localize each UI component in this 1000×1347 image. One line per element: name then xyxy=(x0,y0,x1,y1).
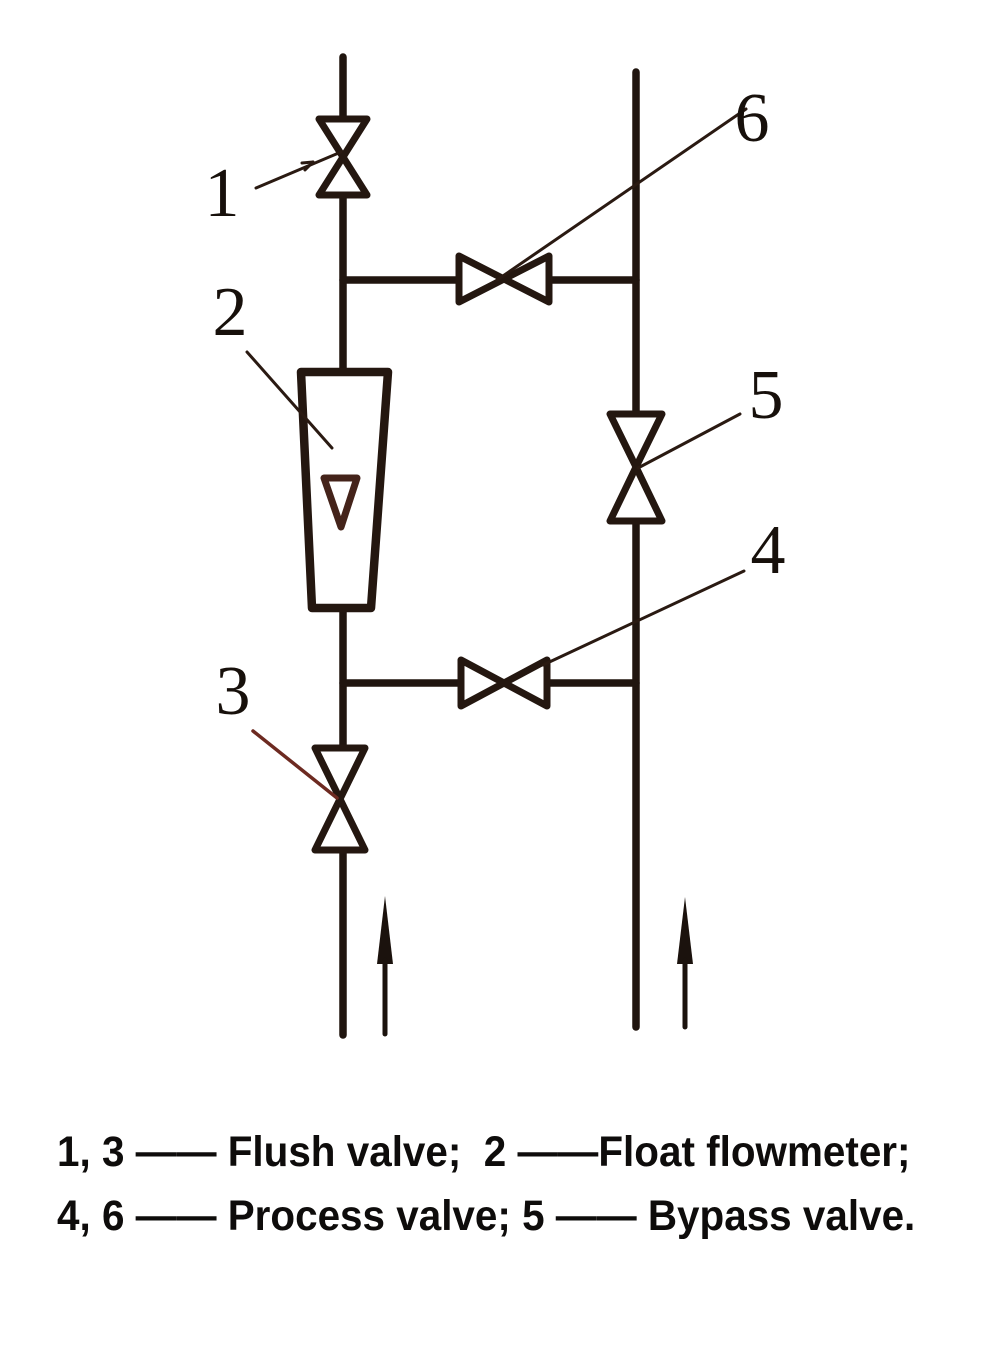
callout-label-6: 6 xyxy=(735,80,770,157)
leader-line-1 xyxy=(254,150,343,190)
flush-valve-3-symbol xyxy=(311,744,369,854)
bypass-valve-5-symbol xyxy=(606,410,666,525)
flow-arrow-right-head xyxy=(677,897,693,964)
leader-line-3 xyxy=(251,729,339,800)
flush-valve-1-symbol xyxy=(315,115,371,199)
callout-label-3: 3 xyxy=(216,653,251,730)
flow-arrow-left-head xyxy=(377,896,393,964)
process-valve-4-symbol xyxy=(457,656,551,710)
float-flowmeter-2-symbol xyxy=(296,367,393,613)
leader-line-5 xyxy=(636,412,742,470)
callout-label-4: 4 xyxy=(751,512,786,589)
callout-label-5: 5 xyxy=(749,357,784,434)
flow-arrow-right xyxy=(677,897,693,1030)
flow-arrow-left xyxy=(377,896,393,1037)
legend-line-1: 1, 3 —— Flush valve; 2 ——Float flowmeter… xyxy=(57,1128,911,1176)
legend-line-2: 4, 6 —— Process valve; 5 —— Bypass valve… xyxy=(57,1192,916,1240)
leader-line-1-barb2 xyxy=(300,160,315,165)
flowmeter-float-icon xyxy=(320,474,361,531)
leader-line-6 xyxy=(495,107,748,282)
callout-label-2: 2 xyxy=(213,274,248,351)
callout-label-1: 1 xyxy=(205,155,240,232)
leader-line-4 xyxy=(541,569,746,667)
process-valve-6-symbol xyxy=(455,252,553,306)
leader-line-2 xyxy=(245,350,334,450)
